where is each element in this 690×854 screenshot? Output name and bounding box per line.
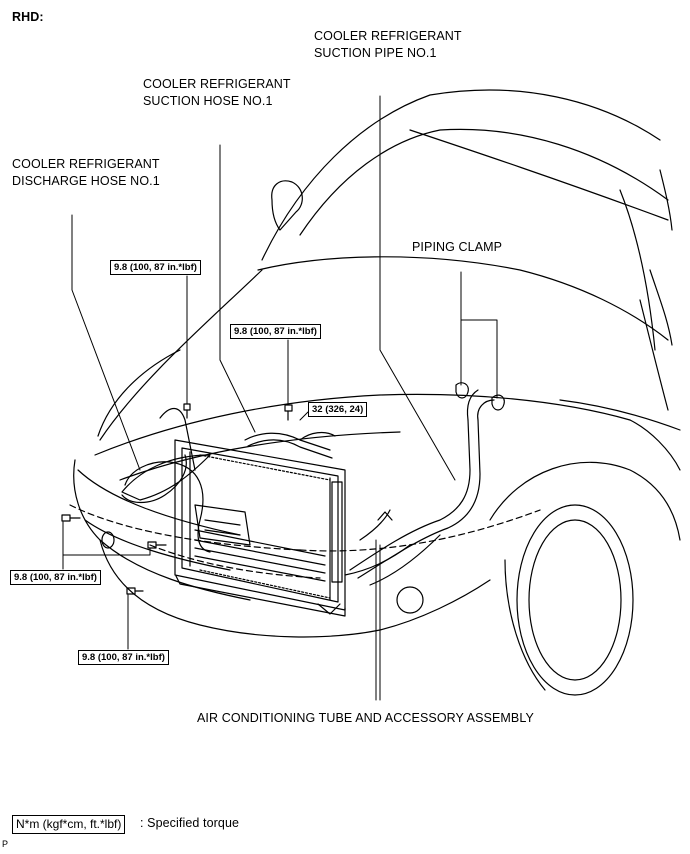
bolt-icons bbox=[61, 403, 293, 595]
torque-box-1: 9.8 (100, 87 in.*lbf) bbox=[110, 260, 201, 275]
refrigerant-lines bbox=[121, 382, 505, 586]
label-discharge-hose-line1: COOLER REFRIGERANT bbox=[12, 157, 160, 171]
legend-description: : Specified torque bbox=[140, 816, 240, 830]
leader-lines bbox=[62, 95, 498, 701]
torque-box-2: 9.8 (100, 87 in.*lbf) bbox=[230, 324, 321, 339]
rhd-heading: RHD: bbox=[12, 10, 44, 24]
torque-box-5: 9.8 (100, 87 in.*lbf) bbox=[78, 650, 169, 665]
label-tube-assembly: AIR CONDITIONING TUBE AND ACCESSORY ASSE… bbox=[197, 711, 534, 725]
label-suction-pipe-line2: SUCTION PIPE NO.1 bbox=[314, 46, 437, 60]
footer-code: P bbox=[2, 839, 9, 849]
torque-box-3: 32 (326, 24) bbox=[308, 402, 368, 417]
legend-unit-box: N*m (kgf*cm, ft.*lbf) bbox=[12, 815, 126, 834]
torque-box-4: 9.8 (100, 87 in.*lbf) bbox=[10, 570, 101, 585]
label-piping-clamp: PIPING CLAMP bbox=[412, 240, 503, 254]
label-suction-pipe-line1: COOLER REFRIGERANT bbox=[314, 29, 462, 43]
label-suction-hose-line2: SUCTION HOSE NO.1 bbox=[143, 94, 273, 108]
condenser-assembly bbox=[174, 439, 346, 617]
label-discharge-hose-line2: DISCHARGE HOSE NO.1 bbox=[12, 174, 160, 188]
vehicle-body-outline bbox=[69, 89, 681, 696]
label-suction-hose-line1: COOLER REFRIGERANT bbox=[143, 77, 291, 91]
